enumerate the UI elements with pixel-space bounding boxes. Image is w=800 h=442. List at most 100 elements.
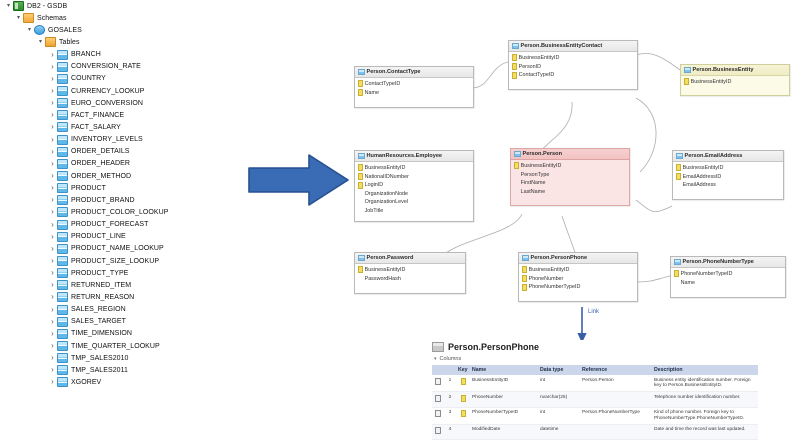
tree-node-table[interactable]: PRODUCT_NAME_LOOKUP <box>0 243 232 255</box>
tree-node-table[interactable]: FACT_SALARY <box>0 121 232 133</box>
table-icon <box>57 231 68 242</box>
tree-node-schemas[interactable]: Schemas <box>0 12 232 24</box>
chevron-right-icon[interactable] <box>48 233 57 241</box>
tree-node-table[interactable]: PRODUCT_TYPE <box>0 267 232 279</box>
tree-node-table[interactable]: SALES_REGION <box>0 304 232 316</box>
entity-person-personphone[interactable]: Person.PersonPhone BusinessEntityID Phon… <box>518 252 638 302</box>
row-reference-cell[interactable]: Person.Person <box>580 375 652 393</box>
entity-person-emailaddress[interactable]: Person.EmailAddress BusinessEntityID Ema… <box>672 150 784 200</box>
chevron-right-icon[interactable] <box>48 366 57 374</box>
entity-person-businessentitycontact[interactable]: Person.BusinessEntityContact BusinessEnt… <box>508 40 638 90</box>
entity-person-businessentity[interactable]: Person.BusinessEntity BusinessEntityID <box>680 64 790 96</box>
chevron-right-icon[interactable] <box>48 318 57 326</box>
chevron-down-icon[interactable] <box>14 15 23 21</box>
entity-column: BusinessEntityID <box>684 78 786 87</box>
tree-node-table[interactable]: RETURNED_ITEM <box>0 279 232 291</box>
chevron-right-icon[interactable] <box>48 269 57 277</box>
tree-node-table[interactable]: ORDER_METHOD <box>0 170 232 182</box>
chevron-right-icon[interactable] <box>48 148 57 156</box>
chevron-right-icon[interactable] <box>48 63 57 71</box>
chevron-right-icon[interactable] <box>48 257 57 265</box>
chevron-right-icon[interactable] <box>48 306 57 314</box>
tree-node-table[interactable]: EURO_CONVERSION <box>0 97 232 109</box>
tree-node-table[interactable]: PRODUCT_FORECAST <box>0 219 232 231</box>
tree-node-table[interactable]: BRANCH <box>0 49 232 61</box>
er-diagram[interactable]: Person.ContactType ContactTypeID Name Pe… <box>232 0 800 442</box>
chevron-right-icon[interactable] <box>48 245 57 253</box>
tree-node-table[interactable]: TMP_SALES2010 <box>0 352 232 364</box>
chevron-right-icon[interactable] <box>48 196 57 204</box>
tree-node-table[interactable]: FACT_FINANCE <box>0 109 232 121</box>
tree-node-table[interactable]: XGOREV <box>0 376 232 388</box>
entity-person-phonenumbertype[interactable]: Person.PhoneNumberType PhoneNumberTypeID… <box>670 256 786 298</box>
tree-node-table[interactable]: CURRENCY_LOOKUP <box>0 85 232 97</box>
tree-node-table[interactable]: TIME_DIMENSION <box>0 328 232 340</box>
chevron-right-icon[interactable] <box>48 160 57 168</box>
entity-person-person[interactable]: Person.Person BusinessEntityID PersonTyp… <box>510 148 630 206</box>
chevron-right-icon[interactable] <box>48 136 57 144</box>
chevron-right-icon[interactable] <box>48 342 57 350</box>
tree-node-table[interactable]: PRODUCT_BRAND <box>0 194 232 206</box>
chevron-down-icon[interactable] <box>4 3 13 9</box>
tree-node-table[interactable]: TMP_SALES2011 <box>0 364 232 376</box>
entity-column: OrganizationLevel <box>358 198 470 207</box>
tree-node-table[interactable]: ORDER_HEADER <box>0 158 232 170</box>
entity-humanresources-employee[interactable]: HumanResources.Employee BusinessEntityID… <box>354 150 474 222</box>
row-reference-cell <box>580 391 652 408</box>
chevron-down-icon[interactable] <box>36 39 45 45</box>
chevron-right-icon[interactable] <box>48 51 57 59</box>
tree-node-table[interactable]: TIME_QUARTER_LOOKUP <box>0 340 232 352</box>
entity-column: LoginID <box>358 181 470 190</box>
entity-person-contacttype[interactable]: Person.ContactType ContactTypeID Name <box>354 66 474 108</box>
chevron-right-icon[interactable] <box>48 330 57 338</box>
chevron-right-icon[interactable] <box>48 75 57 83</box>
database-explorer-tree[interactable]: DB2 - GSDB Schemas GOSALES Tables BRANCH… <box>0 0 232 442</box>
entity-column: BusinessEntityID <box>514 162 626 171</box>
chevron-right-icon[interactable] <box>48 221 57 229</box>
tree-node-table[interactable]: SALES_TARGET <box>0 316 232 328</box>
chevron-right-icon[interactable] <box>48 281 57 289</box>
table-icon <box>57 292 68 303</box>
tree-node-label: ORDER_HEADER <box>71 160 130 168</box>
tree-node-table[interactable]: INVENTORY_LEVELS <box>0 134 232 146</box>
chevron-right-icon[interactable] <box>48 354 57 362</box>
chevron-right-icon[interactable] <box>48 378 57 386</box>
entity-column: EmailAddress <box>676 181 780 190</box>
row-lock-cell <box>432 391 444 408</box>
chevron-down-icon[interactable]: ▾ <box>434 356 437 362</box>
tree-node-table[interactable]: CONVERSION_RATE <box>0 61 232 73</box>
entity-column: PhoneNumberTypeID <box>522 283 634 292</box>
chevron-down-icon[interactable] <box>25 27 34 33</box>
tree-node-table[interactable]: PRODUCT_LINE <box>0 231 232 243</box>
tree-node-table[interactable]: RETURN_REASON <box>0 291 232 303</box>
column-name: BusinessEntityID <box>682 164 724 171</box>
chevron-right-icon[interactable] <box>48 99 57 107</box>
chevron-right-icon[interactable] <box>48 123 57 131</box>
chevron-right-icon[interactable] <box>48 111 57 119</box>
tree-node-table[interactable]: PRODUCT_COLOR_LOOKUP <box>0 206 232 218</box>
chevron-right-icon[interactable] <box>48 184 57 192</box>
row-description-cell: Telephone number identification number. <box>652 391 758 408</box>
tree-node-table[interactable]: PRODUCT <box>0 182 232 194</box>
tree-node-table[interactable]: PRODUCT_SIZE_LOOKUP <box>0 255 232 267</box>
tree-node-tables-folder[interactable]: Tables <box>0 36 232 48</box>
tree-node-database[interactable]: DB2 - GSDB <box>0 0 232 12</box>
detail-columns-section[interactable]: ▾ Columns <box>432 354 762 364</box>
tree-node-label: PRODUCT_SIZE_LOOKUP <box>71 257 160 265</box>
chevron-right-icon[interactable] <box>48 208 57 216</box>
chevron-right-icon[interactable] <box>48 293 57 301</box>
entity-columns: BusinessEntityID PhoneNumber PhoneNumber… <box>519 264 637 295</box>
column-name: FirstName <box>520 180 546 187</box>
entity-person-password[interactable]: Person.Password BusinessEntityID Passwor… <box>354 252 466 294</box>
tree-node-table[interactable]: COUNTRY <box>0 73 232 85</box>
tree-node-gosales[interactable]: GOSALES <box>0 24 232 36</box>
tree-node-table[interactable]: ORDER_DETAILS <box>0 146 232 158</box>
chevron-right-icon[interactable] <box>48 172 57 180</box>
row-reference-cell[interactable]: Person.PhoneNumberType <box>580 407 652 425</box>
chevron-right-icon[interactable] <box>48 87 57 95</box>
table-detail-panel[interactable]: Person.PersonPhone ▾ Columns Key Name Da… <box>432 340 762 442</box>
